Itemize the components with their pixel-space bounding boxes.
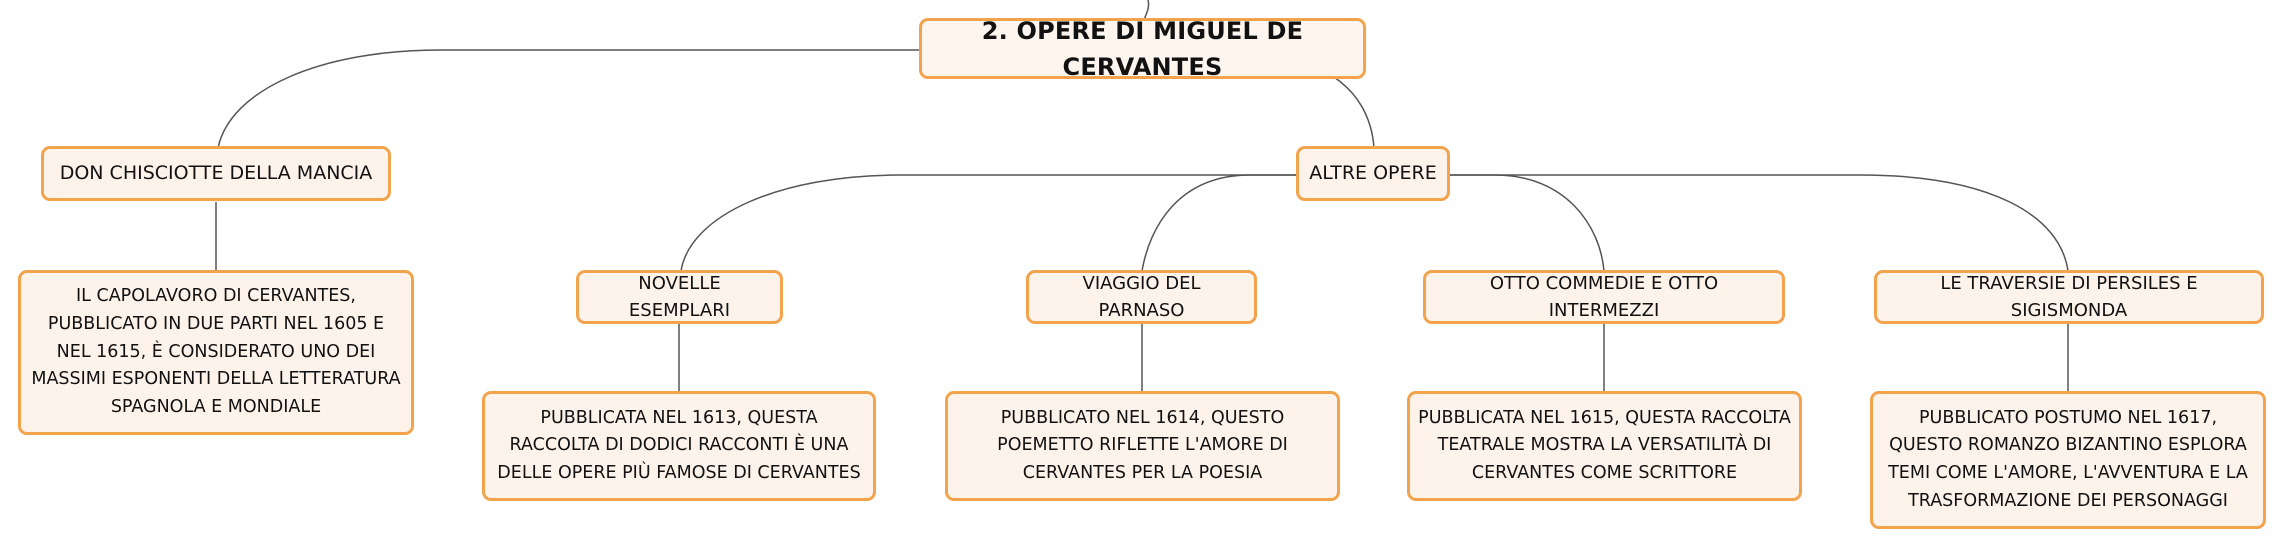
topic-otto-commedie[interactable]: OTTO COMMEDIE E OTTO INTERMEZZI	[1423, 270, 1785, 324]
connector-altre-traversie	[1450, 174, 2069, 272]
topic-le-traversie-label: LE TRAVERSIE DI PERSILES E SIGISMONDA	[1940, 273, 2198, 321]
description-le-traversie-text: PUBBLICATO POSTUMO NEL 1617, QUESTO ROMA…	[1888, 407, 2248, 511]
description-novelle-esemplari-text: PUBBLICATA NEL 1613, QUESTA RACCOLTA DI …	[497, 407, 861, 483]
description-otto-commedie-text: PUBBLICATA NEL 1615, QUESTA RACCOLTA TEA…	[1418, 407, 1791, 483]
description-novelle-esemplari[interactable]: PUBBLICATA NEL 1613, QUESTA RACCOLTA DI …	[482, 391, 876, 501]
topic-novelle-esemplari-label: NOVELLE ESEMPLARI	[628, 273, 731, 321]
topic-novelle-esemplari[interactable]: NOVELLE ESEMPLARI	[576, 270, 783, 324]
topic-don-chisciotte-label: DON CHISCIOTTE DELLA MANCIA	[59, 162, 373, 185]
description-viaggio-del-parnaso[interactable]: PUBBLICATO NEL 1614, QUESTO POEMETTO RIF…	[945, 391, 1340, 501]
connector-altre-novelle	[680, 174, 1296, 272]
topic-viaggio-del-parnaso-label: VIAGGIO DEL PARNASO	[1082, 273, 1201, 321]
description-le-traversie[interactable]: PUBBLICATO POSTUMO NEL 1617, QUESTO ROMA…	[1870, 391, 2266, 529]
connector-altre-viaggio	[1141, 174, 1296, 272]
root-topic-node[interactable]: 2. OPERE DI MIGUEL DE CERVANTES	[919, 17, 1366, 81]
topic-altre-opere-label: ALTRE OPERE	[1309, 162, 1437, 185]
description-don-chisciotte-text: IL CAPOLAVORO DI CERVANTES, PUBBLICATO I…	[31, 286, 401, 417]
connector-root-altre-opere	[1333, 76, 1375, 149]
topic-viaggio-del-parnaso[interactable]: VIAGGIO DEL PARNASO	[1026, 270, 1257, 324]
description-viaggio-del-parnaso-text: PUBBLICATO NEL 1614, QUESTO POEMETTO RIF…	[997, 407, 1288, 483]
description-otto-commedie[interactable]: PUBBLICATA NEL 1615, QUESTA RACCOLTA TEA…	[1407, 391, 1802, 501]
connector-root-don-chisciotte	[217, 49, 922, 149]
topic-altre-opere[interactable]: ALTRE OPERE	[1296, 146, 1450, 201]
root-topic-label: 2. OPERE DI MIGUEL DE CERVANTES	[981, 16, 1304, 81]
topic-le-traversie[interactable]: LE TRAVERSIE DI PERSILES E SIGISMONDA	[1874, 270, 2264, 324]
topic-don-chisciotte[interactable]: DON CHISCIOTTE DELLA MANCIA	[41, 146, 391, 201]
description-don-chisciotte[interactable]: IL CAPOLAVORO DI CERVANTES, PUBBLICATO I…	[18, 270, 414, 435]
topic-otto-commedie-label: OTTO COMMEDIE E OTTO INTERMEZZI	[1489, 273, 1719, 321]
connector-altre-otto	[1450, 174, 1605, 272]
